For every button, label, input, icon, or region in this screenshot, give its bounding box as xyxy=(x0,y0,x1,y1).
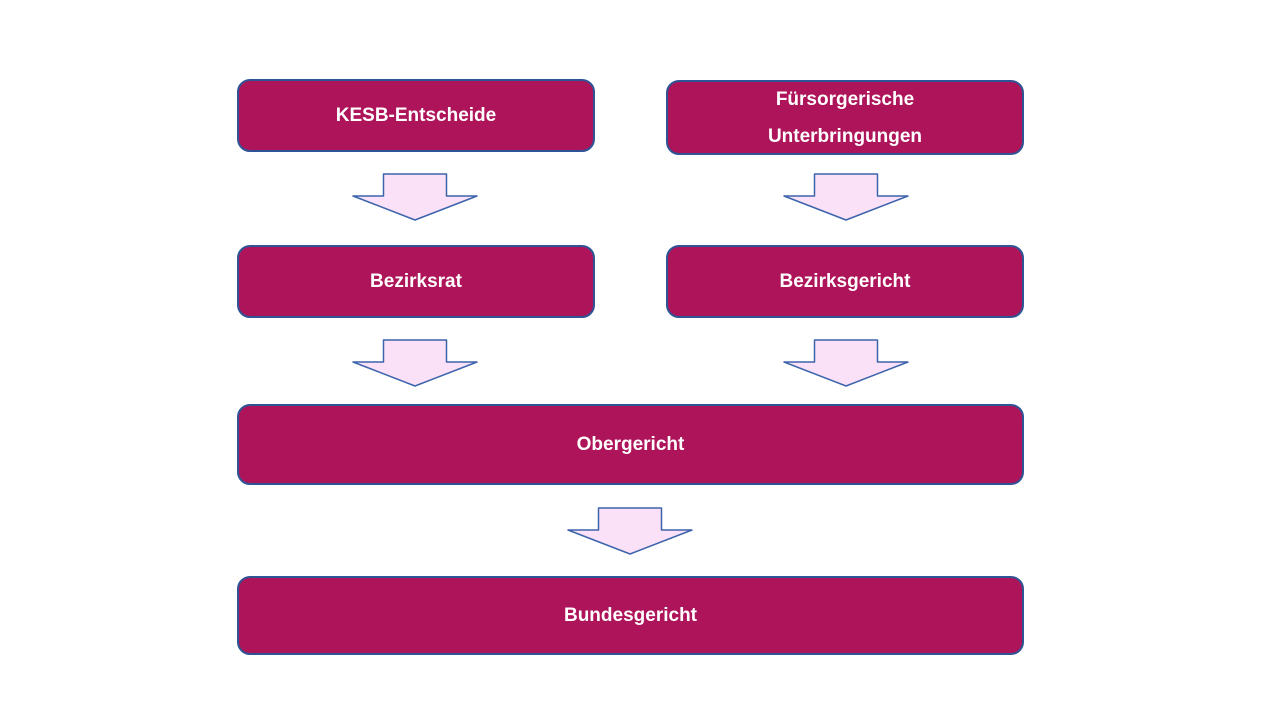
node-bezirksrat: Bezirksrat xyxy=(237,245,595,318)
down-arrow-icon xyxy=(352,339,478,387)
node-label: Bundesgericht xyxy=(563,604,698,626)
node-obergericht: Obergericht xyxy=(237,404,1024,485)
down-arrow-icon xyxy=(783,173,909,221)
node-label: KESB-Entscheide xyxy=(335,104,497,126)
down-arrow-icon xyxy=(567,507,693,555)
node-label: Obergericht xyxy=(576,433,685,455)
down-arrow-icon xyxy=(352,173,478,221)
node-bundesgericht: Bundesgericht xyxy=(237,576,1024,655)
node-label-line2: Unterbringungen xyxy=(767,125,923,147)
node-label: Bezirksgericht xyxy=(779,270,911,292)
node-fuersorgerische-unterbringungen: Fürsorgerische Unterbringungen xyxy=(666,80,1024,155)
node-bezirksgericht: Bezirksgericht xyxy=(666,245,1024,318)
down-arrow-icon xyxy=(783,339,909,387)
node-label: Bezirksrat xyxy=(370,270,462,292)
node-kesb-entscheide: KESB-Entscheide xyxy=(237,79,595,152)
node-label-line1: Fürsorgerische xyxy=(775,88,915,110)
